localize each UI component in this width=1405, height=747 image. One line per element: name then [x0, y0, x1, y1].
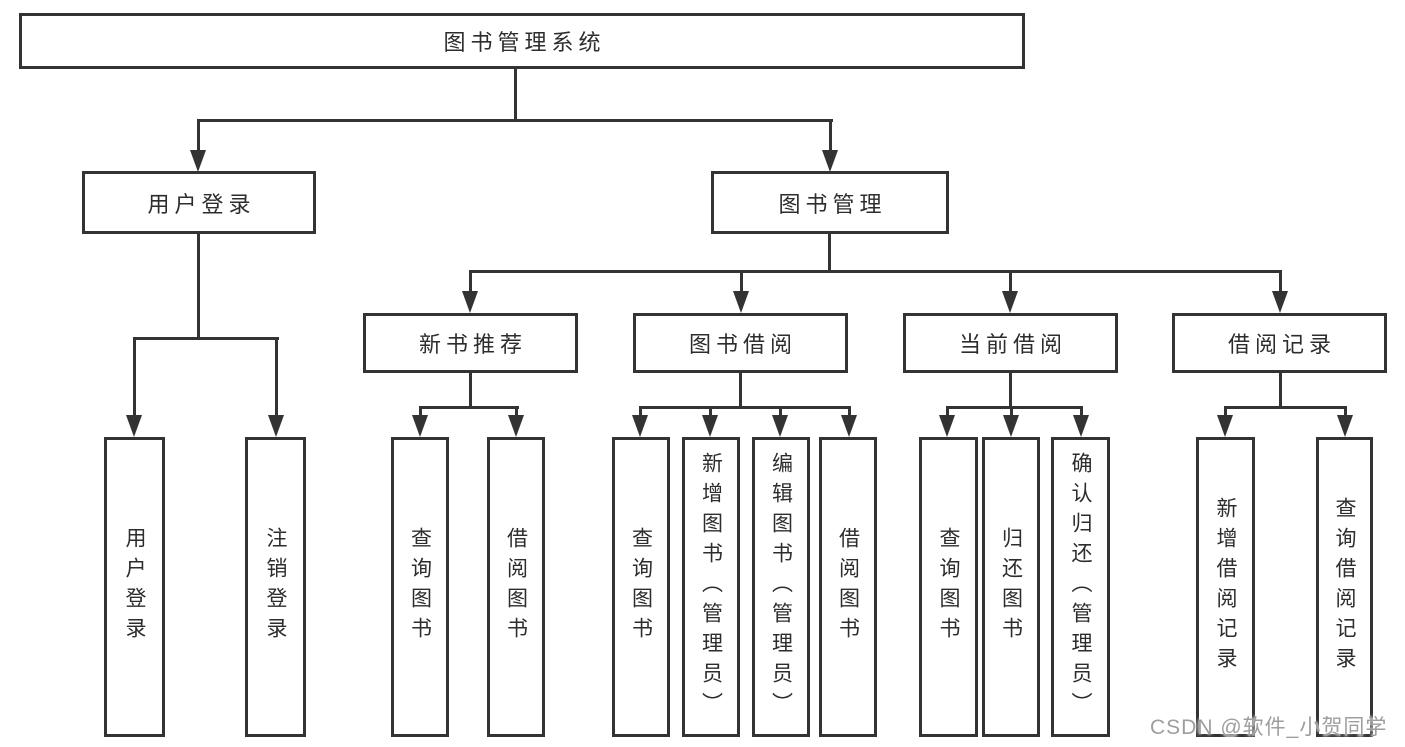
node-confirm-return-admin-label: 确认归还（管理员） [1069, 452, 1092, 722]
connector-stem-borrow-books-2 [848, 406, 851, 417]
node-query-books-recommend-label: 查询图书 [408, 527, 432, 647]
node-add-borrow-record: 新增借阅记录 [1196, 437, 1255, 737]
arrowhead-down-borrow-books-2 [841, 415, 857, 437]
connector-stem-logout-leaf [275, 337, 278, 417]
node-query-books-borrowing: 查询图书 [612, 437, 670, 737]
node-book-management-label: 图书管理 [778, 191, 887, 217]
arrowhead-down-new-book [462, 291, 478, 313]
node-logout-leaf-label: 注销登录 [264, 527, 287, 647]
connector-book-borrow-rail [639, 406, 851, 409]
node-query-books-borrowing-label: 查询图书 [629, 527, 653, 647]
node-borrow-books-recommend-label: 借阅图书 [504, 527, 528, 647]
node-borrow-book-leaf-label: 借阅图书 [836, 527, 860, 647]
connector-user-login-rail [133, 337, 279, 340]
node-user-login-label: 用户登录 [147, 191, 256, 217]
node-current-borrowing-label: 当前借阅 [958, 332, 1067, 357]
connector-stem-query-record [1344, 406, 1347, 417]
connector-stem-query-books-1 [419, 406, 422, 417]
node-borrow-book-leaf: 借阅图书 [819, 437, 877, 737]
connector-book-management-rail [469, 270, 1282, 273]
node-return-book-label: 归还图书 [999, 527, 1023, 647]
node-book-borrowing-label: 图书借阅 [688, 332, 797, 357]
arrowhead-down-query-books-1 [412, 415, 428, 437]
arrowhead-down-confirm-return [1073, 415, 1089, 437]
connector-borrow-record-rail [1224, 406, 1347, 409]
node-user-login-leaf-label: 用户登录 [123, 527, 146, 647]
node-logout-leaf: 注销登录 [245, 437, 306, 737]
node-add-book-admin-label: 新增图书（管理员） [699, 452, 723, 722]
node-book-borrowing: 图书借阅 [633, 313, 848, 373]
node-new-book-recommend: 新书推荐 [363, 313, 578, 373]
node-return-book: 归还图书 [982, 437, 1040, 737]
arrowhead-down-user-login [190, 150, 206, 172]
connector-stem-login-leaf [133, 337, 136, 417]
node-borrow-books-recommend: 借阅图书 [487, 437, 545, 737]
arrowhead-down-book-management [822, 150, 838, 172]
connector-stem-user-login [197, 119, 200, 152]
connector-stem-query-books-2 [639, 406, 642, 417]
node-user-login-leaf: 用户登录 [104, 437, 165, 737]
connector-new-book-rail [419, 406, 519, 409]
connector-book-management-drop [828, 234, 831, 273]
connector-book-borrow-drop [739, 373, 742, 409]
connector-stem-book-management [829, 119, 832, 152]
connector-stem-confirm-return [1080, 406, 1083, 417]
node-query-books-current: 查询图书 [919, 437, 978, 737]
node-edit-book-admin: 编辑图书（管理员） [752, 437, 810, 737]
arrowhead-down-borrow-record [1272, 291, 1288, 313]
connector-current-borrow-drop [1009, 373, 1012, 409]
node-edit-book-admin-label: 编辑图书（管理员） [769, 452, 793, 722]
arrowhead-down-current-borrow [1002, 291, 1018, 313]
arrowhead-down-return-book [1003, 415, 1019, 437]
connector-new-book-drop [469, 373, 472, 409]
node-user-login: 用户登录 [82, 171, 316, 234]
connector-stem-add-book [709, 406, 712, 417]
connector-current-borrow-rail [946, 406, 1083, 409]
node-query-books-recommend: 查询图书 [391, 437, 449, 737]
node-query-borrow-record-label: 查询借阅记录 [1333, 497, 1356, 677]
connector-root-rail [197, 119, 833, 122]
connector-stem-edit-book [779, 406, 782, 417]
node-add-book-admin: 新增图书（管理员） [682, 437, 740, 737]
node-confirm-return-admin: 确认归还（管理员） [1051, 437, 1110, 737]
connector-stem-book-borrow [740, 270, 743, 293]
connector-root-drop [514, 67, 517, 121]
node-new-book-recommend-label: 新书推荐 [418, 332, 527, 357]
node-borrowing-records-label: 借阅记录 [1227, 332, 1336, 357]
arrowhead-down-query-books-3 [939, 415, 955, 437]
arrowhead-down-logout-leaf [268, 415, 284, 437]
connector-stem-add-record [1224, 406, 1227, 417]
arrowhead-down-borrow-books-1 [508, 415, 524, 437]
connector-stem-borrow-books-1 [515, 406, 518, 417]
arrowhead-down-book-borrow [733, 291, 749, 313]
connector-stem-current-borrow [1009, 270, 1012, 293]
node-query-borrow-record: 查询借阅记录 [1316, 437, 1373, 737]
arrowhead-down-add-record [1217, 415, 1233, 437]
node-library-system-label: 图书管理系统 [443, 30, 606, 55]
node-book-management: 图书管理 [711, 171, 949, 234]
connector-stem-borrow-record [1279, 270, 1282, 293]
connector-stem-query-books-3 [946, 406, 949, 417]
arrowhead-down-login-leaf [126, 415, 142, 437]
arrowhead-down-add-book [702, 415, 718, 437]
node-add-borrow-record-label: 新增借阅记录 [1214, 497, 1237, 677]
connector-borrow-record-drop [1279, 373, 1282, 409]
node-query-books-current-label: 查询图书 [937, 527, 960, 647]
arrowhead-down-edit-book [772, 415, 788, 437]
arrowhead-down-query-record [1337, 415, 1353, 437]
arrowhead-down-query-books-2 [632, 415, 648, 437]
connector-user-login-drop [197, 234, 200, 339]
node-current-borrowing: 当前借阅 [903, 313, 1118, 373]
connector-stem-new-book [469, 270, 472, 293]
connector-stem-return-book [1010, 406, 1013, 417]
csdn-watermark: CSDN @软件_小贺同学 [1150, 716, 1388, 739]
node-borrowing-records: 借阅记录 [1172, 313, 1387, 373]
node-library-system: 图书管理系统 [19, 13, 1025, 69]
